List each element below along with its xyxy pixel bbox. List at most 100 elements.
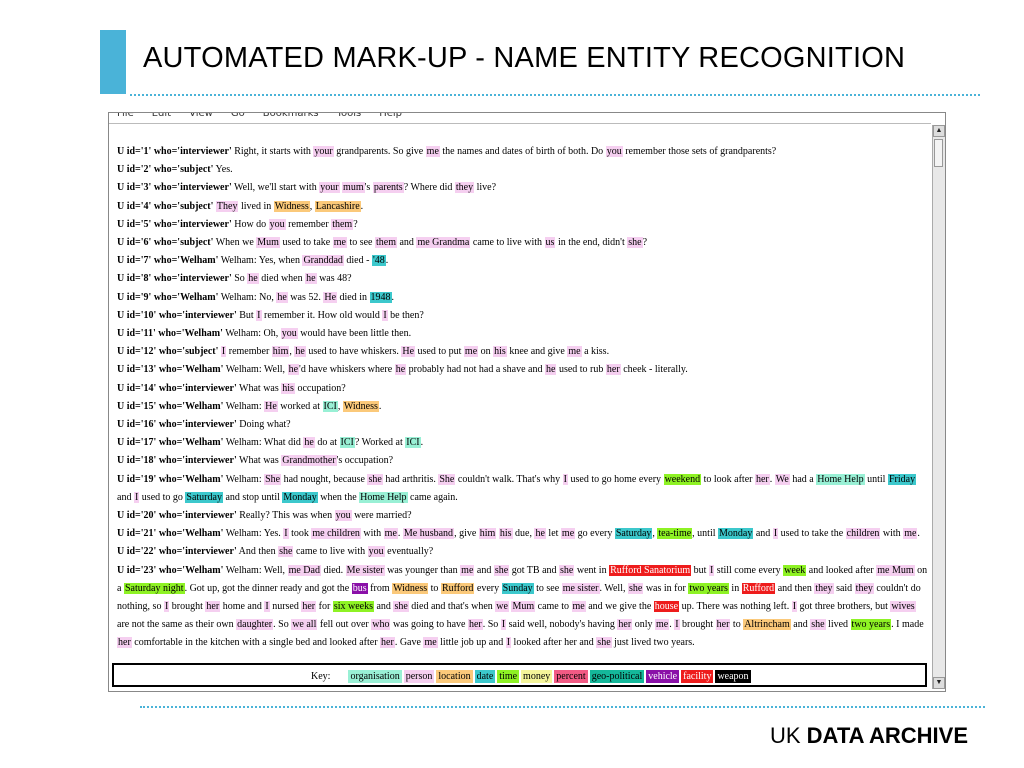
- utterance-text: Welham: Well,: [225, 364, 288, 376]
- utterance-text: the names and dates of birth of both. Do: [439, 146, 606, 157]
- utterance-id: U id='7' who='Welham': [117, 255, 219, 267]
- entity-person: me sister: [561, 582, 600, 594]
- utterance-text: and stop until: [222, 491, 283, 503]
- entity-person: me: [560, 528, 576, 540]
- entity-time: two years: [688, 582, 729, 594]
- utterance-text: .: [769, 473, 775, 485]
- entity-date: Sunday: [501, 582, 534, 594]
- utterance-text: Welham: No,: [220, 291, 277, 303]
- menu-item-file[interactable]: File: [117, 113, 134, 119]
- utterance-text: died.: [320, 564, 346, 576]
- menu-item-go[interactable]: Go: [230, 113, 245, 119]
- utterance-text: Welham:: [225, 473, 265, 485]
- entity-person: she: [810, 619, 826, 631]
- entity-person: her: [205, 601, 221, 613]
- utterance-text: lived: [825, 619, 851, 631]
- menu-item-tools[interactable]: Tools: [336, 113, 362, 119]
- utterance-line: U id='11' who='Welham' Welham: Oh, you w…: [117, 325, 929, 343]
- utterance-line: U id='20' who='interviewer' Really? This…: [117, 507, 929, 525]
- utterance-text: and: [474, 564, 494, 576]
- entity-loc: Altrincham: [743, 619, 791, 631]
- utterance-text: brought: [169, 601, 206, 613]
- utterance-text: .: [669, 619, 675, 631]
- entity-person: he: [247, 273, 259, 285]
- entity-person: me children: [311, 528, 361, 540]
- utterance-text: Welham: Yes.: [225, 528, 284, 540]
- entity-person: me: [383, 528, 398, 540]
- menu-item-bookmarks[interactable]: Bookmarks: [262, 113, 319, 119]
- utterance-id: U id='17' who='Welham': [117, 437, 224, 449]
- menu-item-view[interactable]: View: [189, 113, 213, 119]
- utterance-text: due,: [512, 528, 535, 540]
- key-label: Key:: [311, 671, 331, 682]
- entity-org: Home Help: [359, 491, 408, 503]
- utterance-text: would have been little then.: [297, 328, 412, 340]
- utterance-text: .: [420, 437, 424, 449]
- entity-person: I: [791, 601, 798, 613]
- entity-facility: Rufford: [741, 582, 776, 594]
- entity-person: Grandmother: [281, 455, 337, 467]
- entity-person: me: [654, 619, 670, 631]
- utterance-text: Well, we'll start with: [234, 182, 320, 194]
- utterance-text: only: [632, 619, 655, 631]
- utterance-id: U id='10' who='interviewer': [117, 309, 237, 321]
- utterance-text: When we: [215, 237, 257, 249]
- utterance-text: said: [833, 582, 855, 594]
- entity-date: '48: [371, 255, 386, 267]
- vertical-scrollbar[interactable]: ▲ ▼: [932, 125, 945, 689]
- utterance-text: Welham: What did: [225, 437, 304, 449]
- utterance-text: let: [545, 528, 561, 540]
- utterance-text: and: [790, 619, 811, 631]
- utterance-text: until: [864, 473, 888, 485]
- scroll-thumb[interactable]: [934, 139, 943, 167]
- entity-person: we: [495, 601, 509, 613]
- utterance-text: used to have whiskers.: [305, 346, 402, 358]
- utterance-text: Doing what?: [239, 419, 291, 431]
- utterance-text: with: [880, 528, 904, 540]
- key-chip-date: date: [474, 670, 496, 683]
- entity-person: he: [276, 291, 288, 303]
- utterance-text: died in: [337, 291, 370, 303]
- utterance-text: ,: [337, 400, 343, 412]
- menu-item-help[interactable]: Help: [379, 113, 403, 119]
- entity-facility: Rufford Sanatorium: [609, 564, 692, 576]
- entity-person: you: [280, 328, 298, 340]
- utterance-text: died -: [343, 255, 372, 267]
- utterance-id: U id='22' who='interviewer': [117, 546, 237, 558]
- entity-person: her: [467, 619, 483, 631]
- utterance-text: to see: [533, 582, 562, 594]
- utterance-text: ? Where did: [403, 182, 455, 194]
- utterance-text: couldn't do nothing, so: [117, 582, 921, 613]
- entity-person: I: [772, 528, 779, 540]
- entity-person: Mum: [511, 601, 536, 613]
- utterance-text: ,: [309, 200, 315, 212]
- utterance-text: remember: [285, 218, 332, 230]
- scroll-down-arrow-icon[interactable]: ▼: [933, 677, 945, 689]
- entity-person: I: [264, 601, 270, 613]
- key-chip-facility: facility: [681, 670, 714, 683]
- key-chip-vehicle: vehicle: [646, 670, 680, 683]
- entity-person: me Dad: [287, 564, 321, 576]
- entity-person: parents: [372, 182, 404, 194]
- utterance-text: a kiss.: [581, 346, 610, 358]
- entity-person: her: [617, 619, 633, 631]
- utterance-id: U id='2' who='subject': [117, 164, 214, 176]
- utterance-id: U id='20' who='interviewer': [117, 510, 237, 522]
- utterance-text: . So: [273, 619, 292, 631]
- entity-person: he: [294, 346, 306, 358]
- utterance-text: to see: [346, 237, 375, 249]
- utterance-id: U id='21' who='Welham': [117, 528, 224, 540]
- utterance-text: came to live with: [293, 546, 368, 558]
- utterance-text: when the: [317, 491, 360, 503]
- utterance-line: U id='18' who='interviewer' What was Gra…: [117, 452, 929, 470]
- entity-person: he: [305, 273, 317, 285]
- entity-person: We: [774, 473, 790, 485]
- entity-person: I: [256, 309, 262, 321]
- entity-person: he: [287, 364, 300, 376]
- scroll-up-arrow-icon[interactable]: ▲: [933, 125, 945, 137]
- utterance-text: Welham: Oh,: [225, 328, 281, 340]
- utterance-text: remember it. How old would: [261, 309, 383, 321]
- entity-person: him: [271, 346, 290, 358]
- menu-item-edit[interactable]: Edit: [151, 113, 172, 119]
- utterance-text: ?: [353, 218, 358, 230]
